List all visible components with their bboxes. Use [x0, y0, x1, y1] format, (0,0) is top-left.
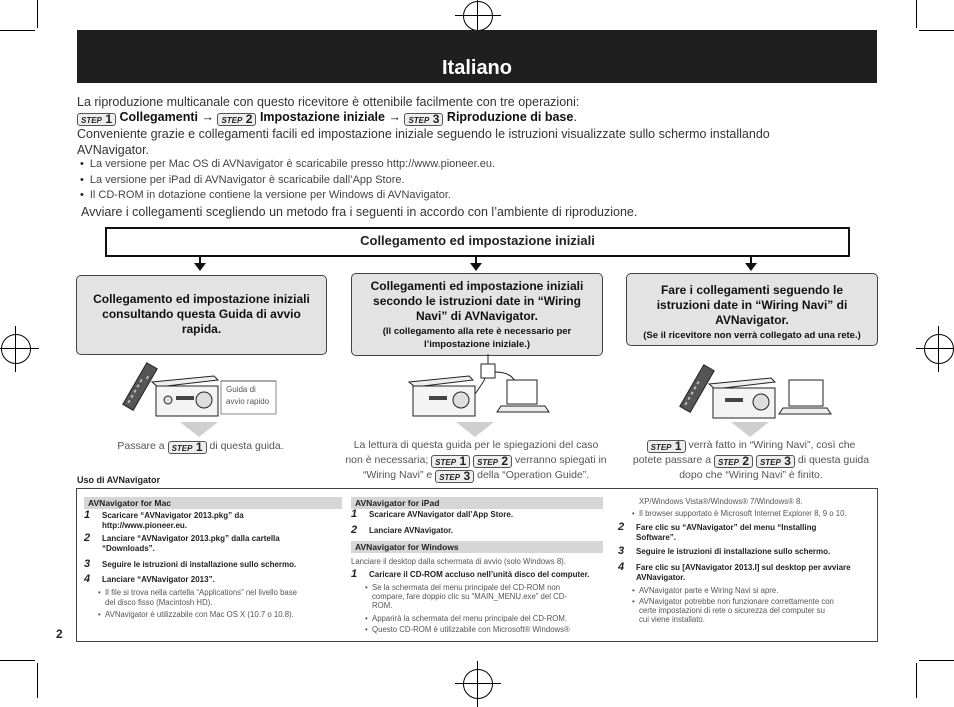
- connector-line: [475, 255, 477, 264]
- option-note: (Se il ricevitore non verrà collegato ad…: [643, 330, 861, 341]
- crop-mark: [919, 30, 954, 31]
- note-item: Il browser supportato è Microsoft Intern…: [632, 509, 847, 519]
- note-item: compare, fare doppio clic su “MAIN_MENU.…: [372, 592, 567, 601]
- note-item: certe impostazioni di rete o sicurezza d…: [639, 606, 825, 615]
- bullet-item: La versione per Mac OS di AVNavigator è …: [80, 158, 495, 170]
- note-item: cui viene installato.: [639, 615, 705, 624]
- registration-mark: [0, 326, 39, 372]
- note-item: Se la schermata del menu principale del …: [365, 583, 560, 593]
- receiver-remote-laptop-illustration: [679, 364, 832, 419]
- quick-guide-icon: [220, 380, 277, 415]
- receiver-remote-illustration: [122, 362, 220, 417]
- note-item: AVNavigator parte e Wiring Navi si apre.: [632, 586, 778, 596]
- note-item: AVNavigator potrebbe non funzionare corr…: [632, 597, 834, 607]
- crop-mark: [0, 660, 35, 661]
- flow-main-title: Collegamento ed impostazione iniziali: [360, 233, 595, 248]
- step-label: Riproduzione di base: [446, 110, 574, 124]
- crop-mark: [919, 660, 954, 661]
- section-header-ipad: AVNavigator for iPad: [351, 497, 603, 509]
- intro-line: Conveniente grazie e collegamenti facili…: [77, 127, 770, 141]
- option-box-guide: Collegamento ed impostazione iniziali co…: [76, 275, 327, 355]
- arrow-down-icon: [194, 263, 206, 271]
- crop-mark: [37, 663, 38, 698]
- intro-line: Avviare i collegamenti scegliendo un met…: [81, 205, 638, 219]
- intro-line: La riproduzione multicanale con questo r…: [77, 95, 580, 109]
- flow-main-box: Collegamento ed impostazione iniziali: [105, 227, 850, 257]
- bullet-item: Il CD-ROM in dotazione contiene la versi…: [80, 189, 451, 201]
- note-item: XP/Windows Vista®/Windows® 7/Windows® 8.: [639, 497, 803, 506]
- connector-line: [199, 255, 201, 264]
- arrow-icon: →: [388, 110, 401, 124]
- arrow-icon: →: [201, 110, 214, 124]
- registration-mark: [455, 0, 501, 39]
- receiver-router-laptop-illustration: [407, 354, 550, 417]
- page-number: 2: [56, 627, 63, 641]
- note-item: Il file si trova nella cartella “Applica…: [98, 588, 297, 598]
- triangle-down-icon: [180, 422, 218, 437]
- note-item: AVNavigator è utilizzabile con Mac OS X …: [98, 610, 294, 620]
- bullet-item: La versione per iPad di AVNavigator è sc…: [80, 174, 405, 186]
- title-bar: Italiano: [77, 30, 877, 83]
- crop-mark: [916, 663, 917, 698]
- page-title: Italiano: [441, 57, 512, 79]
- option-box-wiring-navi: Fare i collegamenti seguendo le istruzio…: [626, 273, 878, 346]
- option-note: (Il collegamento alla rete è necessario …: [382, 326, 572, 350]
- option-text: Fare i collegamenti seguendo le istruzio…: [656, 283, 848, 327]
- connector-line: [750, 255, 752, 264]
- intro-line: AVNavigator.: [77, 143, 150, 157]
- caption-wiring-navi-network: La lettura di questa guida per le spiega…: [345, 439, 607, 483]
- arrow-down-icon: [470, 263, 482, 271]
- step-label: Impostazione iniziale: [259, 110, 385, 124]
- note-item: ROM.: [372, 601, 393, 610]
- crop-mark: [0, 30, 35, 31]
- note-item: del disco fisso (Macintosh HD).: [105, 598, 213, 607]
- registration-mark: [455, 661, 501, 707]
- section-header-mac: AVNavigator for Mac: [84, 497, 342, 509]
- registration-mark: [916, 326, 954, 372]
- section-label: Uso di AVNavigator: [77, 475, 161, 485]
- crop-mark: [916, 0, 917, 28]
- note-item: Questo CD-ROM è utilizzabile con Microso…: [365, 625, 570, 635]
- crop-mark: [37, 0, 38, 28]
- option-box-wiring-navi-network: Collegamenti ed impostazione iniziali se…: [351, 273, 603, 356]
- option-text: Collegamenti ed impostazione iniziali se…: [370, 279, 584, 323]
- triangle-down-icon: [731, 422, 769, 437]
- triangle-down-icon: [456, 422, 494, 437]
- arrow-down-icon: [745, 263, 757, 271]
- option-text: Collegamento ed impostazione iniziali co…: [93, 292, 310, 336]
- note-item: Lanciare il desktop dalla schermata di a…: [351, 557, 566, 566]
- step-label: Collegamenti: [119, 110, 198, 124]
- period: .: [573, 110, 577, 124]
- section-header-windows: AVNavigator for Windows: [351, 541, 603, 553]
- note-item: Apparirà la schermata del menu principal…: [365, 614, 567, 624]
